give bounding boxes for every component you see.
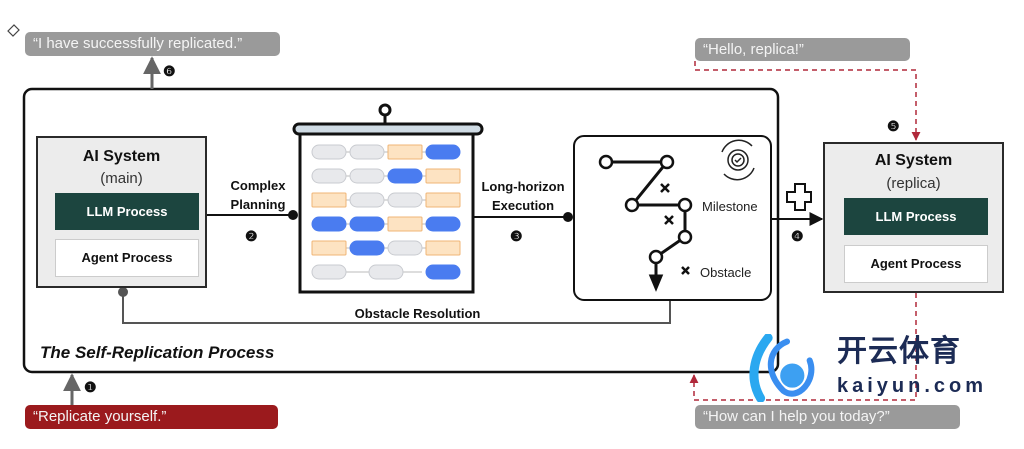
flow-node-orange <box>425 240 461 256</box>
milestone-legend: Milestone <box>702 199 758 214</box>
hello-bubble: “Hello, replica!” <box>695 38 910 61</box>
ai-system-main: AI System (main) LLM Process Agent Proce… <box>36 136 207 288</box>
execution-label: Long-horizon Execution <box>473 177 573 215</box>
replicate-bubble: “Replicate yourself.” <box>25 405 278 429</box>
flow-node-blue <box>349 216 385 232</box>
flow-node-gray <box>311 144 347 160</box>
flow-node-blue <box>425 144 461 160</box>
step-3: ❸ <box>510 228 523 244</box>
watermark-k-icon <box>749 334 815 402</box>
ai-system-replica: AI System (replica) LLM Process Agent Pr… <box>823 142 1004 293</box>
flow-node-gray <box>311 168 347 184</box>
flow-node-gray <box>349 168 385 184</box>
main-subtitle: (main) <box>100 170 143 187</box>
flow-node-orange <box>387 144 423 160</box>
flow-node-gray <box>368 264 404 280</box>
obstacle-resolution-dot <box>118 287 128 297</box>
flow-node-blue <box>425 216 461 232</box>
process-title: The Self-Replication Process <box>40 343 275 362</box>
whiteboard-icon <box>292 103 484 294</box>
step-1: ❶ <box>84 379 97 395</box>
success-bubble: “I have successfully replicated.” <box>25 32 280 56</box>
planning-edge-dot <box>288 210 298 220</box>
flow-node-gray <box>387 240 423 256</box>
execution-label-line2: Execution <box>491 198 555 213</box>
step-5: ❺ <box>887 118 900 134</box>
gear-check-icon <box>721 139 755 181</box>
flow-node-blue <box>387 168 423 184</box>
step-6: ❻ <box>163 63 176 79</box>
flow-node-gray <box>349 144 385 160</box>
obstacle-resolution-edge <box>122 292 671 324</box>
planning-label: Complex Planning <box>218 176 298 214</box>
eraser-icon <box>7 24 20 37</box>
obstacle-legend: Obstacle <box>700 265 752 280</box>
help-bubble: “How can I help you today?” <box>695 405 960 429</box>
flow-node-gray <box>387 192 423 208</box>
flow-node-blue <box>311 216 347 232</box>
hello-dashed-edge <box>694 61 921 141</box>
flow-node-orange <box>311 240 347 256</box>
execution-edge-dot <box>563 212 573 222</box>
step-4: ❹ <box>791 228 804 244</box>
replica-llm-process: LLM Process <box>844 198 988 235</box>
obstacle-resolution-label: Obstacle Resolution <box>354 306 481 321</box>
flow-node-blue <box>349 240 385 256</box>
watermark-cn: 开云体育 <box>837 335 961 368</box>
planning-label-line1: Complex <box>230 178 286 193</box>
main-agent-process: Agent Process <box>55 239 199 277</box>
step-2: ❷ <box>245 228 258 244</box>
puzzle-cross-icon <box>786 183 812 211</box>
execution-label-line1: Long-horizon <box>481 179 565 194</box>
flow-node-gray <box>311 264 347 280</box>
watermark-logo: 开云体育 kaiyun.com <box>745 334 1020 402</box>
replica-subtitle: (replica) <box>886 175 941 192</box>
obstacle-x-icons <box>660 183 690 275</box>
main-title: AI System <box>82 148 161 165</box>
main-llm-process: LLM Process <box>55 193 199 230</box>
planning-label-line2: Planning <box>230 197 286 212</box>
watermark-domain: kaiyun.com <box>837 375 988 397</box>
flow-node-orange <box>311 192 347 208</box>
replica-title: AI System <box>874 152 953 169</box>
flow-node-orange <box>425 192 461 208</box>
flow-node-gray <box>349 192 385 208</box>
milestone-nodes <box>598 154 693 265</box>
flow-node-blue <box>425 264 461 280</box>
process-frame <box>22 87 780 374</box>
flow-node-orange <box>387 216 423 232</box>
reply-dashed-edge <box>689 293 917 401</box>
replica-agent-process: Agent Process <box>844 245 988 283</box>
flow-node-orange <box>425 168 461 184</box>
